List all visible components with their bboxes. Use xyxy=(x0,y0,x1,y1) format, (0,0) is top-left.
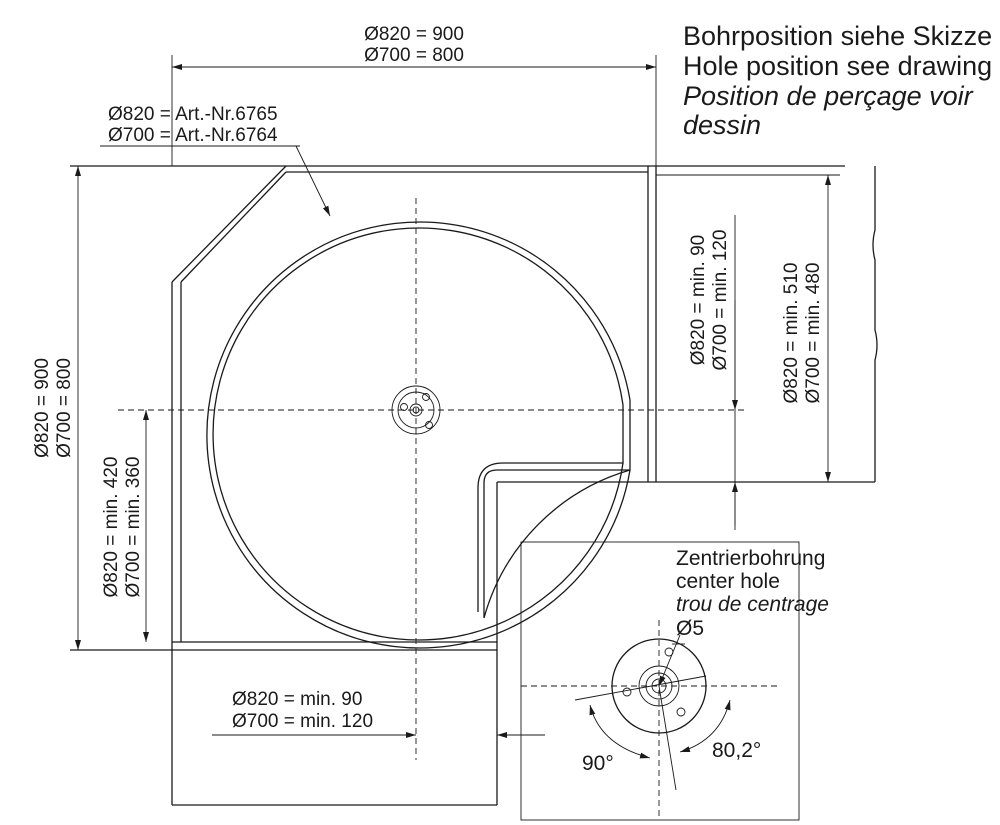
detail-label-en: center hole xyxy=(676,570,780,593)
center-lines xyxy=(118,55,840,760)
detail-angle-left: 90° xyxy=(582,752,614,775)
bottom-gap-820-text: Ø820 = min. 90 xyxy=(232,689,362,710)
article-number-callout: Ø820 = Art.-Nr.6765 Ø700 = Art.-Nr.6764 xyxy=(100,104,331,217)
right-gap-820-text: Ø820 = min. 90 xyxy=(688,235,709,365)
title-de: Bohrposition siehe Skizze xyxy=(683,21,992,51)
left-height-820-text: Ø820 = 900 xyxy=(32,358,53,458)
title-fr-1: Position de perçage voir xyxy=(683,81,974,111)
title-fr-2: dessin xyxy=(683,110,761,140)
art-820-text: Ø820 = Art.-Nr.6765 xyxy=(108,104,278,125)
right-gap-700-text: Ø700 = min. 120 xyxy=(710,229,731,370)
dimension-right-depth: Ø820 = min. 510 Ø700 = min. 480 xyxy=(781,175,831,482)
left-min-820-text: Ø820 = min. 420 xyxy=(101,456,122,597)
detail-label-de: Zentrierbohrung xyxy=(676,547,825,570)
bottom-gap-700-text: Ø700 = min. 120 xyxy=(232,711,373,732)
carousel-shelf xyxy=(206,221,631,649)
top-width-820-text: Ø820 = 900 xyxy=(364,24,464,45)
right-depth-700-text: Ø700 = min. 480 xyxy=(803,262,824,403)
dimension-left-min: Ø820 = min. 420 Ø700 = min. 360 xyxy=(101,410,149,642)
cabinet-outline xyxy=(70,165,878,806)
art-700-text: Ø700 = Art.-Nr.6764 xyxy=(108,125,278,146)
left-height-700-text: Ø700 = 800 xyxy=(54,358,75,458)
dimension-left-height: Ø820 = 900 Ø700 = 800 xyxy=(32,166,81,650)
detail-angle-right: 80,2° xyxy=(712,739,761,762)
detail-diameter: Ø5 xyxy=(676,617,704,640)
header-notes: Bohrposition siehe Skizze Hole position … xyxy=(683,21,992,140)
left-min-700-text: Ø700 = min. 360 xyxy=(123,456,144,597)
detail-view: Zentrierbohrung center hole trou de cent… xyxy=(520,541,829,821)
right-depth-820-text: Ø820 = min. 510 xyxy=(781,262,802,403)
detail-label-fr: trou de centrage xyxy=(676,593,829,616)
dimension-top-width: Ø820 = 900 Ø700 = 800 xyxy=(172,24,656,70)
dimension-right-gap: Ø820 = min. 90 Ø700 = min. 120 xyxy=(688,229,738,525)
title-en: Hole position see drawing xyxy=(683,51,992,81)
dimension-bottom-gap: Ø820 = min. 90 Ø700 = min. 120 xyxy=(212,689,545,738)
top-width-700-text: Ø700 = 800 xyxy=(364,45,464,66)
